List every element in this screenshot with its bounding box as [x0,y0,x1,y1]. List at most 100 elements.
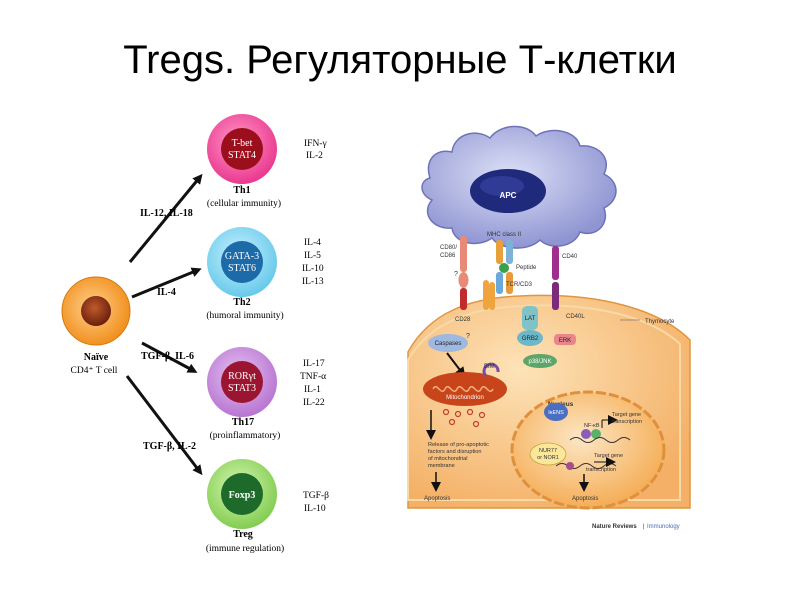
slide-title: Tregs. Регуляторные Т-клетки [123,38,677,82]
th1-role: (cellular immunity) [207,198,281,209]
release-text: Release of pro-apoptotic [428,442,489,448]
apc-nucleus-highlight [480,176,524,196]
th17-cytokine: IL-22 [303,398,325,408]
release-text: of mitochondrial [428,456,468,462]
credit-section: Immunology [647,524,680,530]
ikens-protein [544,403,568,421]
arrow-to-th17 [141,341,198,373]
nur77-label: NUR77 [539,448,557,454]
nfkb-dimer [581,429,591,439]
th17-cell [207,347,277,417]
th2-cytokine: IL-4 [304,238,321,248]
target-gene-2: Target gene [594,453,623,459]
caspases-label: Caspases [435,341,462,347]
cd40l-label: CD40L [566,314,585,320]
caspases-arrow [446,352,466,378]
treg-tf1: Foxp3 [229,490,256,501]
arrow-to-th2 [131,267,202,299]
tcr-label: TCR/CD3 [506,282,533,288]
peptide-label: Peptide [516,265,537,271]
th2-cell [207,227,277,297]
cd40-label: CD40 [562,254,578,260]
credit-divider: | [643,524,645,530]
treg-name: Treg [233,529,253,540]
target-gene-2: transcription [586,467,616,473]
erk-label: ERK [559,338,571,344]
th17-role: (proinflammatory) [210,430,281,441]
lat-label: LAT [525,316,536,322]
cd28-label: CD28 [455,317,471,323]
arrow-label-th1: IL-12, IL-18 [140,208,193,219]
erk-protein [554,334,576,345]
target-gene-1: transcription [612,419,642,425]
th17-cytokine: IL-17 [303,359,325,369]
dna-strand-1 [569,437,631,443]
arrow-to-treg [125,375,203,476]
th1-name: Th1 [233,185,250,196]
release-text: membrane [428,463,455,469]
apoptosis-label-2: Apoptosis [572,496,598,502]
thymocyte-membrane [407,304,681,501]
nfkb-label: NF-κB [584,423,600,429]
arrow-label-treg: TGF-β, IL-2 [143,441,196,452]
th17-name: Th17 [232,417,254,428]
th2-cytokine: IL-13 [302,277,324,287]
grb2-label: GRB2 [522,336,539,342]
th2-name: Th2 [233,297,250,308]
lat-protein [522,306,538,330]
cd80-receptor [458,236,469,310]
caspases-protein [428,334,468,352]
nur77-dna-binding [566,462,574,470]
naive-desc: CD4⁺ T cell [71,366,118,376]
th1-cytokine: IFN-γ [304,139,327,149]
mitochondrion-label: Mitochondrion [446,395,484,401]
bim-label: BIM [484,364,495,370]
nfkb-dimer [591,429,601,439]
cd86-label: CD86 [440,253,456,259]
cd40-receptor [552,246,559,310]
treg-role: (immune regulation) [206,543,284,554]
apoptosis-label-1: Apoptosis [424,496,450,502]
ikens-label: IκENS [548,410,564,416]
naive-label: Naïve [84,352,109,363]
grb2-protein [517,330,543,346]
th17-tf2: STAT3 [228,383,256,394]
arrow-to-th1 [128,173,203,263]
treg-cytokine: TGF-β [303,491,329,501]
th2-tf2: STAT6 [228,263,256,274]
th2-role: (humoral immunity) [206,310,283,321]
target-gene-1: Target gene [612,412,641,418]
nucleus [510,390,666,510]
cd80-label: CD80/ [440,245,457,251]
th1-cytokine: IL-2 [306,151,323,161]
th1-cell [207,114,277,184]
p38-protein [523,354,557,368]
th17-cytokine: IL-1 [304,385,321,395]
thymocyte-label: Thymocyte [645,319,675,325]
question-mark-2: ? [466,333,470,340]
th2-tf1: GATA-3 [225,251,259,262]
mitochondrion [423,372,507,406]
release-text: factors and disruption [428,449,481,455]
naive-cell [61,276,131,346]
th1-tf2: STAT4 [228,150,256,161]
treg-cell [207,459,277,529]
apc-label: APC [500,191,517,200]
th17-cytokine: TNF-α [300,372,326,382]
p38-label: p38/JNK [528,359,551,365]
th2-cytokine: IL-10 [302,264,324,274]
mhc-tcr-complex [483,240,513,310]
bim-protein [482,362,500,378]
pro-apoptotic-factors [442,408,486,428]
th17-tf1: RORγt [228,371,256,382]
arrow-label-th2: IL-4 [157,287,176,298]
treg-cytokine: IL-10 [304,504,326,514]
credit-journal: Nature Reviews [592,524,637,530]
question-mark-1: ? [454,271,458,278]
mhc-label: MHC class II [487,232,521,238]
arrow-label-th17: TGF-β, IL-6 [141,351,194,362]
nur77-protein [529,442,567,466]
th1-tf1: T-bet [232,138,253,149]
nur77-label: or NOR1 [537,455,559,461]
